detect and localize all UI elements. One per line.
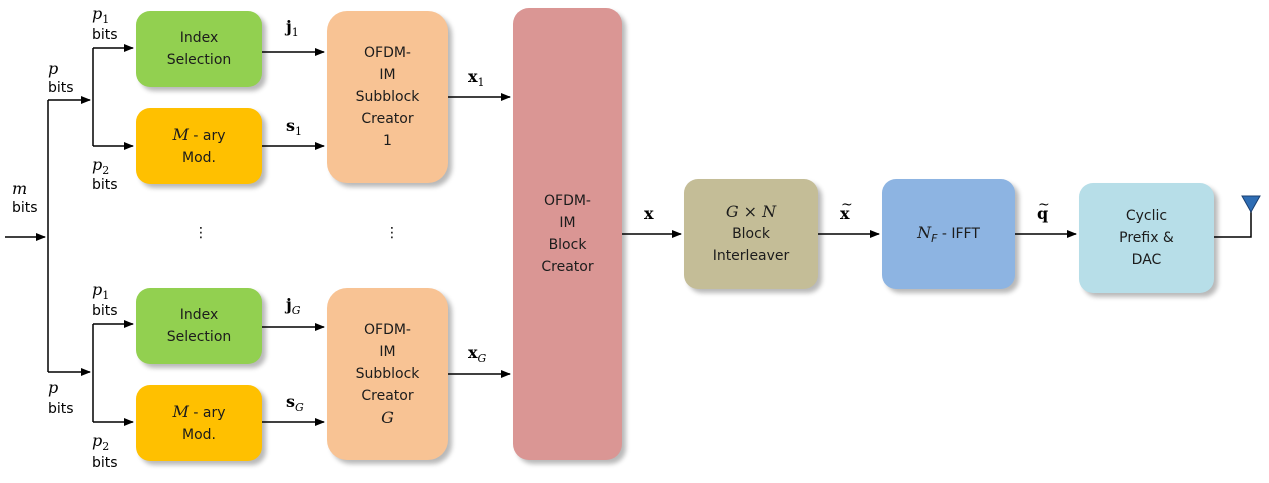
label-p-top: p: [48, 59, 59, 78]
label-p2-bottom-bits: bits: [92, 455, 118, 471]
label-sG: sG: [286, 392, 304, 415]
block-interleaver: G × N Block Interleaver: [684, 179, 818, 289]
block-text-line: Mod.: [182, 149, 216, 166]
label-s1: s1: [286, 116, 303, 139]
block-text-line: OFDM-: [544, 193, 591, 209]
block-text-line: G: [381, 408, 394, 427]
block-text-line: Block: [732, 226, 770, 242]
antenna-feed: [1214, 207, 1252, 238]
ellipsis-dots: ⋮: [385, 225, 399, 241]
label-x1: x1: [468, 67, 485, 90]
label-p1-bottom-bits: bits: [92, 303, 118, 319]
block-text-line: OFDM-: [364, 45, 411, 61]
block-text-line: M - ary: [172, 124, 226, 144]
block-text-line: OFDM-: [364, 322, 411, 338]
label-jG: jG: [286, 295, 301, 318]
block-text-line: IM: [379, 67, 396, 83]
antenna-icon: [1241, 195, 1261, 214]
block-text-line: Block: [548, 237, 587, 253]
block-text-line: G × N: [725, 202, 777, 221]
m-ary-modulator-block-G: M - ary Mod.: [136, 385, 262, 461]
label-p-top-bits: bits: [48, 80, 74, 96]
block-text-line: 1: [383, 133, 392, 149]
label-q-tilde: ~q: [1037, 197, 1050, 223]
label-p2-bottom: p2: [92, 431, 110, 454]
label-m: m: [12, 179, 28, 198]
label-p-bottom: p: [48, 378, 59, 397]
subblock-creator-block-1: OFDM- IM Subblock Creator 1: [327, 11, 448, 183]
ellipsis-dots: ⋮: [194, 225, 208, 241]
block-text-line: Prefix &: [1119, 230, 1174, 246]
label-p2-top-bits: bits: [92, 177, 118, 193]
block-text-line: Creator: [361, 111, 414, 127]
label-m-bits: bits: [12, 200, 38, 216]
label-p1-top: p1: [92, 4, 110, 27]
ofdm-im-block-creator: OFDM- IM Block Creator: [513, 8, 622, 460]
block-text-line: IM: [559, 215, 576, 231]
block-text-line: Creator: [541, 259, 594, 275]
block-text-line: Mod.: [182, 426, 216, 443]
block-text-line: DAC: [1131, 252, 1162, 268]
block-text-line: Interleaver: [712, 248, 790, 264]
ifft-block: NF - IFFT: [882, 179, 1015, 289]
block-text-line: Creator: [361, 388, 414, 404]
block-text-line: Subblock: [355, 366, 420, 382]
block-text-line: IM: [379, 344, 396, 360]
label-x-tilde: ~x: [840, 197, 853, 223]
block-text-line: Selection: [166, 329, 232, 345]
index-selection-block-G: Index Selection: [136, 288, 262, 364]
cyclic-prefix-dac-block: Cyclic Prefix & DAC: [1079, 183, 1214, 293]
label-p1-bottom: p1: [92, 280, 110, 303]
label-p-bottom-bits: bits: [48, 401, 74, 417]
label-p1-top-bits: bits: [92, 27, 118, 43]
label-j1: j1: [286, 17, 299, 40]
block-text-line: Selection: [166, 52, 232, 68]
block-text-line: NF - IFFT: [917, 223, 980, 245]
index-selection-block-1: Index Selection: [136, 11, 262, 87]
subblock-creator-block-G: OFDM- IM Subblock Creator G: [327, 288, 448, 460]
block-text-line: Index: [179, 307, 219, 323]
block-text-line: Subblock: [355, 89, 420, 105]
block-text-line: Cyclic: [1125, 208, 1168, 224]
m-ary-modulator-block-1: M - ary Mod.: [136, 108, 262, 184]
label-xG: xG: [468, 343, 487, 366]
block-text-line: M - ary: [172, 401, 226, 421]
label-x: x: [644, 204, 654, 223]
label-p2-top: p2: [92, 155, 110, 178]
block-text-line: Index: [179, 30, 219, 46]
